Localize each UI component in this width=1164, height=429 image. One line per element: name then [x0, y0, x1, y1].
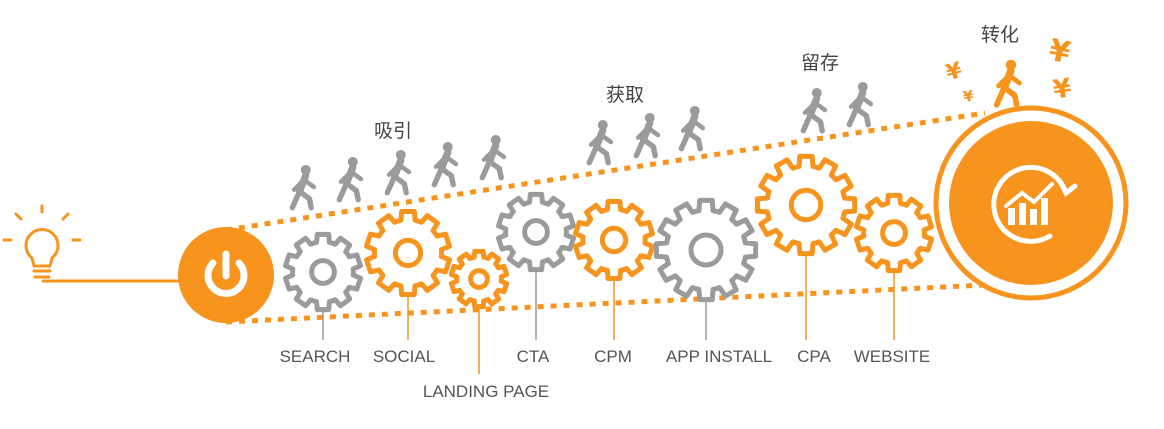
gear-hub: [880, 219, 908, 247]
gear-label-cta: CTA: [517, 347, 550, 366]
walking-person-icon: [849, 82, 871, 124]
goal-circle: [933, 105, 1129, 301]
gear-label-landing-page: LANDING PAGE: [423, 382, 549, 401]
gear-social: SOCIAL: [364, 208, 452, 366]
yen-symbols: ¥ ¥ ¥ ¥: [943, 33, 1073, 106]
gear-label-cpa: CPA: [797, 347, 831, 366]
gear-icon: [653, 197, 759, 303]
gear-icon: [754, 153, 858, 257]
gear-label-website: WEBSITE: [854, 347, 931, 366]
gear-icon: [854, 192, 934, 274]
gear-cpm: CPM: [573, 198, 655, 366]
gear-icon: [448, 248, 510, 310]
gear-hub: [392, 237, 424, 269]
gear-landing-page: LANDING PAGE: [423, 248, 549, 401]
power-icon: [204, 250, 248, 297]
gear-hub: [309, 258, 337, 286]
growth-chart-icon: [991, 164, 1078, 244]
funnel-top-edge: [225, 110, 986, 233]
yen-icon: ¥: [943, 58, 965, 86]
lightbulb-icon: [2, 204, 82, 279]
walking-person-icon: [589, 120, 611, 162]
running-person-icon: [997, 60, 1020, 105]
gear-icon: [364, 208, 452, 298]
people-group-convert: [997, 60, 1020, 105]
gear-hub: [599, 225, 629, 255]
walking-person-icon: [482, 135, 504, 177]
gear-icon: [496, 191, 576, 273]
walking-person-icon: [636, 113, 658, 155]
yen-icon: ¥: [962, 86, 976, 106]
gear-hub: [788, 187, 824, 223]
gear-search: SEARCH: [280, 231, 363, 366]
stage-label-attract: 吸引: [374, 120, 412, 142]
funnel-bottom-edge: [225, 282, 986, 325]
gear-label-app-install: APP INSTALL: [666, 347, 772, 366]
walking-person-icon: [292, 165, 314, 207]
stage-label-acquire: 获取: [606, 84, 644, 106]
walking-person-icon: [681, 106, 703, 148]
people-group-acquire: [589, 106, 703, 162]
stage-label-retain: 留存: [801, 52, 839, 74]
people-group-attract: [292, 135, 504, 207]
gear-label-cpm: CPM: [594, 347, 632, 366]
gear-hub: [522, 218, 550, 246]
gear-cta: CTA: [496, 191, 576, 366]
people-group-retain: [803, 82, 871, 130]
walking-person-icon: [434, 142, 456, 184]
walking-person-icon: [339, 157, 361, 199]
walking-person-icon: [803, 88, 825, 130]
gear-cpa: CPA: [754, 153, 858, 366]
gear-icon: [573, 198, 655, 282]
gear-website: WEBSITE: [854, 192, 934, 366]
gear-hub: [468, 268, 490, 290]
stage-label-convert: 转化: [981, 24, 1019, 46]
gear-icon: [283, 231, 363, 313]
power-button[interactable]: [178, 227, 274, 323]
gear-app-install: APP INSTALL: [653, 197, 772, 366]
gear-label-social: SOCIAL: [373, 347, 435, 366]
yen-icon: ¥: [1051, 73, 1073, 105]
walking-person-icon: [387, 150, 409, 192]
gear-label-search: SEARCH: [280, 347, 351, 366]
yen-icon: ¥: [1046, 33, 1074, 72]
gear-hub: [688, 232, 724, 268]
gear-row: SEARCH SOCIAL LANDING PAGE CTA CPM APP INSTAL…: [280, 153, 934, 401]
